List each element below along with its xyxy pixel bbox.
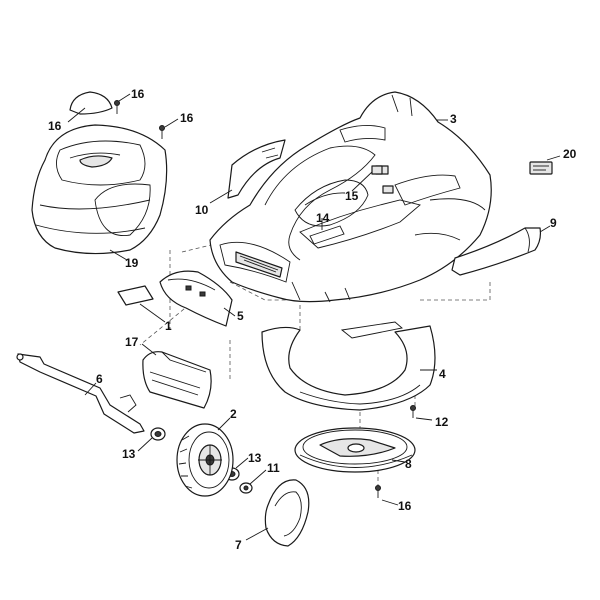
callout-13-left: 13	[122, 447, 136, 461]
callout-15: 15	[345, 189, 359, 203]
part-6-axle	[16, 353, 145, 434]
part-20-label	[529, 161, 553, 175]
part-1-plate	[117, 285, 154, 306]
part-2-wheel	[176, 423, 234, 497]
callout-13-right: 13	[248, 451, 262, 465]
callout-3: 3	[450, 112, 457, 126]
part-7-hubcap	[264, 479, 310, 547]
callout-16-top-left: 16	[131, 87, 145, 101]
part-16-screw-a	[114, 100, 120, 114]
callout-10: 10	[195, 203, 209, 217]
callout-7: 7	[235, 538, 242, 552]
part-16-screw-d	[375, 485, 381, 498]
part-5-grip	[159, 270, 233, 327]
callout-1: 1	[165, 319, 172, 333]
callout-4: 4	[439, 367, 446, 381]
part-10-side-trim	[227, 139, 286, 199]
part-16-screw-b	[159, 125, 165, 139]
callout-17: 17	[125, 335, 139, 349]
part-4-baffle-ring	[261, 321, 436, 411]
callout-6: 6	[96, 372, 103, 386]
callout-14: 14	[316, 211, 330, 225]
part-15-sensor	[371, 165, 383, 175]
callout-19: 16	[48, 119, 62, 133]
callout-12: 12	[435, 415, 449, 429]
part-9-rear-strip	[451, 227, 542, 276]
part-17-bracket	[142, 351, 212, 409]
leader-lines	[67, 93, 561, 541]
part-8-blade-disc	[294, 427, 416, 473]
callout-20: 20	[563, 147, 577, 161]
part-14-bracket	[309, 225, 345, 245]
callout-2: 2	[230, 407, 237, 421]
part-13-bushing-a	[150, 427, 166, 441]
callout-9: 9	[550, 216, 557, 230]
callout-16-top-right: 16	[180, 111, 194, 125]
part-16-screw-c	[410, 405, 416, 418]
part-19-cap	[69, 91, 113, 115]
callout-5: 5	[237, 309, 244, 323]
callout-8: 8	[405, 457, 412, 471]
part-18-grassbox-cover	[31, 124, 168, 255]
callout-labels: 16 16 16 3 20 10 14 15 9 19 1 5 17 6 2 1…	[48, 87, 577, 552]
part-11-nut	[239, 482, 253, 494]
callout-18: 19	[125, 256, 139, 270]
callout-11: 11	[267, 461, 280, 475]
callout-16-bottom: 16	[398, 499, 412, 513]
